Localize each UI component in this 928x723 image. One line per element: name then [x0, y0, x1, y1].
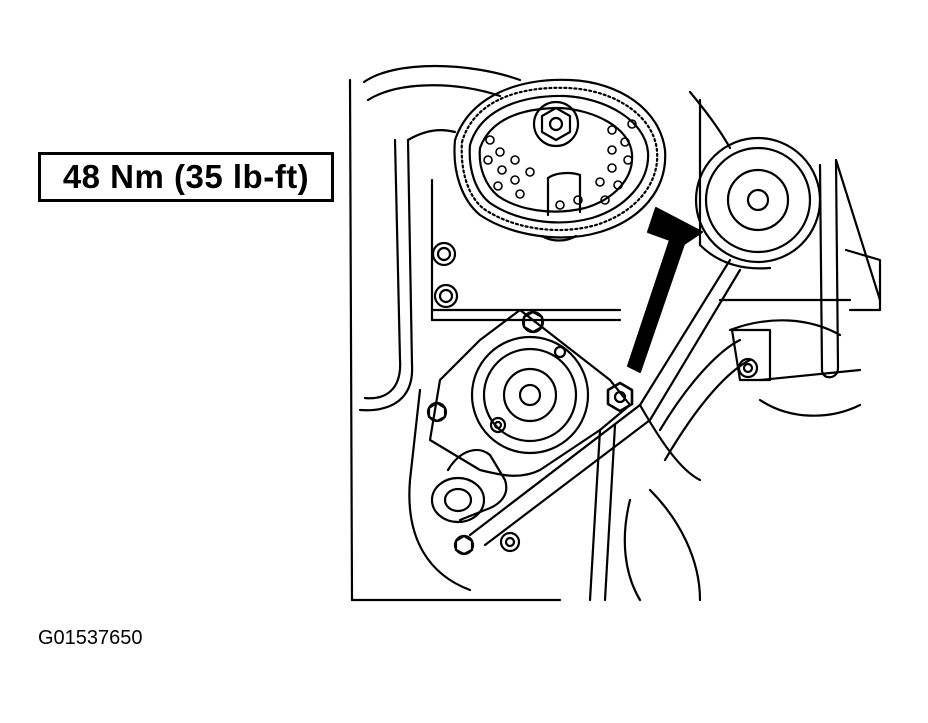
right-side-components: [718, 158, 882, 417]
torque-callout-box: 48 Nm (35 lb-ft): [38, 152, 334, 202]
figure-id-label: G01537650: [38, 627, 143, 649]
cover-bolts: [426, 241, 759, 556]
idler-pulley: [694, 136, 822, 270]
belt-tensioner-assembly: [428, 258, 752, 602]
crankshaft-pulley: [453, 78, 667, 242]
torque-spec-label: 48 Nm (35 lb-ft): [62, 158, 310, 195]
arrow-pointer-icon: [627, 207, 703, 373]
engine-block-outline: [348, 64, 732, 602]
